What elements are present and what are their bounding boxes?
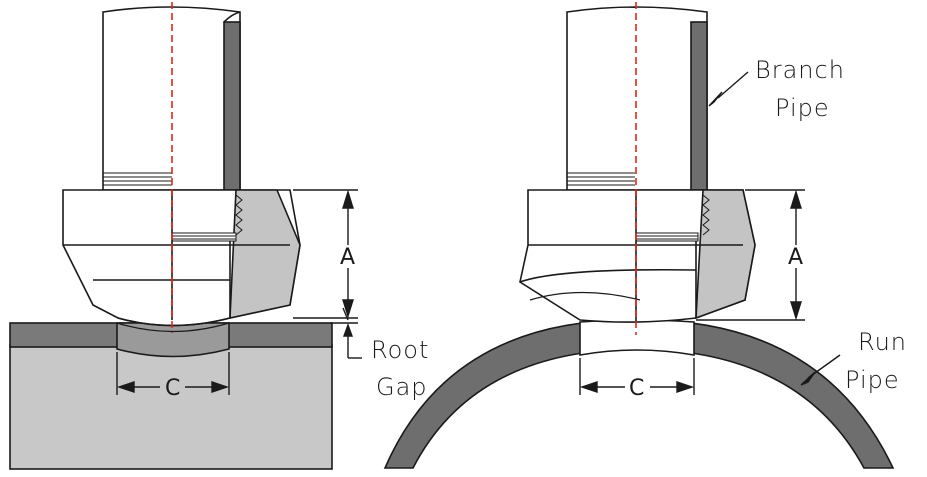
- pipe-threads-left: [103, 172, 172, 186]
- branch-pipe-label-line1: Branch: [755, 56, 845, 84]
- dim-c-label-right: C: [629, 376, 644, 401]
- run-pipe-label-line1: Run: [858, 328, 907, 356]
- fitting-shadow-right: [695, 189, 756, 320]
- branch-pipe-right: [566, 6, 708, 191]
- run-pipe-right: [383, 319, 895, 469]
- dim-a-label-left: A: [340, 245, 355, 270]
- branch-pipe-label-line2: Pipe: [775, 94, 830, 122]
- leader-run-pipe: [800, 354, 841, 386]
- branch-pipe-wall-left: [223, 21, 241, 191]
- right-figure: [383, 2, 895, 469]
- branch-pipe-wall-right: [690, 21, 708, 191]
- root-gap-label-line2: Gap: [376, 373, 428, 401]
- run-plate-bore-left: [116, 322, 230, 358]
- dim-c-label-left: C: [165, 376, 180, 401]
- left-figure: [9, 2, 362, 470]
- fitting-shadow-left: [229, 189, 301, 320]
- run-pipe-label-line2: Pipe: [845, 366, 900, 394]
- dimension-a-left: [293, 189, 362, 359]
- dimension-a-right: [696, 189, 805, 321]
- run-plate-body-left: [9, 344, 333, 470]
- dim-a-label-right: A: [788, 245, 803, 270]
- dimension-c-right: [579, 358, 695, 395]
- leader-branch-pipe: [708, 71, 749, 107]
- pipe-threads-right: [567, 172, 635, 186]
- dimension-c-left: [116, 352, 230, 395]
- run-pipe-bore-right: [579, 319, 695, 356]
- fitting-threads-right: [635, 194, 710, 242]
- root-gap-label-line1: Root: [371, 336, 429, 364]
